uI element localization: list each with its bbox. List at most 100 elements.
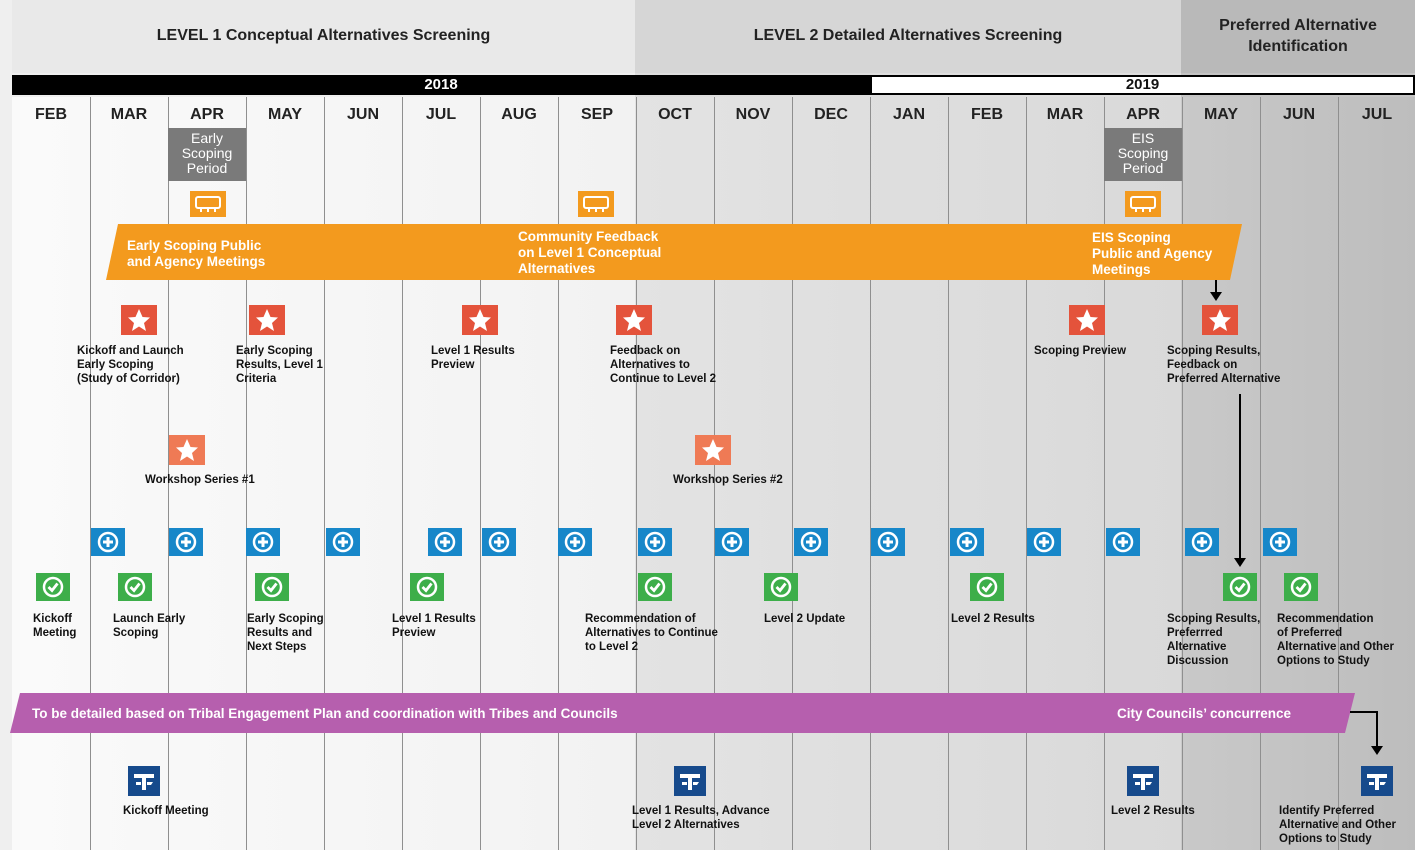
star-icon — [616, 305, 652, 335]
month-apr-2019: APR — [1126, 106, 1160, 123]
gridline — [246, 97, 247, 850]
orange-banner-label-right: EIS Scoping Public and Agency Meetings — [1092, 230, 1213, 277]
month-mar-2019: MAR — [1046, 106, 1084, 123]
gridline — [792, 97, 793, 850]
check-icon — [118, 573, 152, 601]
orange-banner-label-mid: Community Feedback on Level 1 Conceptual… — [518, 229, 662, 276]
month-feb-2019: FEB — [971, 106, 1003, 123]
star-icon — [249, 305, 285, 335]
phase-header-strip-1 — [12, 0, 635, 73]
check-label-kickoff-meeting: Kickoff Meeting — [33, 613, 77, 639]
check-label-launch-early-scoping: Launch Early Scoping — [113, 613, 186, 639]
gridline — [1026, 97, 1027, 850]
month-mar-2018: MAR — [110, 106, 148, 123]
plus-icon — [715, 528, 749, 556]
plus-icon — [1185, 528, 1219, 556]
star-label-feedback: Feedback on Alternatives to Continue to … — [610, 345, 717, 385]
month-may-2019: MAY — [1203, 106, 1239, 123]
phase-header-strip-3 — [1181, 0, 1415, 73]
star-label-early-scoping: Early Scoping Results, Level 1 Criteria — [236, 345, 323, 385]
star-icon — [1069, 305, 1105, 335]
plus-icon — [1263, 528, 1297, 556]
month-jan-2019: JAN — [892, 106, 925, 123]
gridline — [558, 97, 559, 850]
check-label-recommendation-level2: Recommendation of Alternatives to Contin… — [585, 613, 718, 653]
check-icon — [1223, 573, 1257, 601]
check-icon — [638, 573, 672, 601]
transit-label-kickoff-meeting: Kickoff Meeting — [123, 805, 209, 817]
check-label-recommendation-preferred: Recommendation of Preferred Alternative … — [1277, 613, 1394, 667]
purple-banner-label-right: City Councils’ concurrence — [1117, 706, 1292, 721]
plus-icon — [794, 528, 828, 556]
gridline — [1104, 97, 1105, 850]
check-label-scoping-results: Scoping Results, Preferrred Alternative … — [1167, 613, 1261, 667]
plus-icon — [871, 528, 905, 556]
star-icon — [1202, 305, 1238, 335]
gridline — [636, 97, 637, 850]
check-icon — [36, 573, 70, 601]
transit-label-level1-results: Level 1 Results, Advance Level 2 Alterna… — [632, 805, 770, 831]
plus-icon — [950, 528, 984, 556]
phase-title-preferred: Preferred Alternative Identification — [1219, 16, 1377, 55]
month-may-2018: MAY — [267, 106, 303, 123]
transit-label-level2-results: Level 2 Results — [1111, 805, 1195, 817]
early-scoping-period: Early Scoping Period — [168, 128, 246, 181]
star-label-scoping-results: Scoping Results, Feedback on Preferred A… — [1167, 345, 1281, 385]
check-icon — [764, 573, 798, 601]
star-icon — [121, 305, 157, 335]
month-oct-2018: OCT — [658, 106, 692, 123]
phase-title-level1: LEVEL 1 Conceptual Alternatives Screenin… — [156, 27, 491, 45]
meeting-icon — [1125, 191, 1161, 217]
check-label-level2-results: Level 2 Results — [951, 613, 1035, 625]
check-label-level1-preview: Level 1 Results Preview — [392, 613, 476, 639]
check-label-level2-update: Level 2 Update — [764, 613, 846, 625]
check-icon — [970, 573, 1004, 601]
plus-icon — [169, 528, 203, 556]
gridline — [714, 97, 715, 850]
month-dec-2018: DEC — [814, 106, 848, 123]
month-jun-2019: JUN — [1282, 106, 1315, 123]
gridline — [1182, 97, 1183, 850]
gridline — [168, 97, 169, 850]
star-label-kickoff: Kickoff and Launch Early Scoping (Study … — [77, 345, 184, 385]
phase-title-level2: LEVEL 2 Detailed Alternatives Screening — [753, 27, 1063, 45]
plus-icon — [1027, 528, 1061, 556]
eis-scoping-period: EIS Scoping Period — [1104, 128, 1182, 181]
plus-icon — [91, 528, 125, 556]
transit-label-identify-preferred: Identify Preferred Alternative and Other… — [1279, 805, 1396, 845]
purple-banner-label-left: To be detailed based on Tribal Engagemen… — [32, 706, 618, 721]
plus-icon — [1106, 528, 1140, 556]
gridline — [1260, 97, 1261, 850]
gridline — [870, 97, 871, 850]
month-apr-2018: APR — [190, 106, 224, 123]
year-bar-2019: 2019 — [870, 75, 1415, 95]
purple-tribal-banner — [10, 693, 1355, 733]
meeting-icon — [578, 191, 614, 217]
gridline — [480, 97, 481, 850]
plus-icon — [638, 528, 672, 556]
plus-icon — [326, 528, 360, 556]
month-feb-2018: FEB — [35, 106, 67, 123]
star-icon — [695, 435, 731, 465]
month-jul-2019: JUL — [1361, 106, 1393, 123]
orange-banner-label-left: Early Scoping Public and Agency Meetings — [127, 238, 266, 269]
meeting-icon — [190, 191, 226, 217]
transit-logo-icon — [1361, 766, 1393, 796]
transit-logo-icon — [128, 766, 160, 796]
year-bar-2018: 2018 — [12, 75, 870, 95]
star-label-scoping-preview: Scoping Preview — [1034, 345, 1127, 357]
month-jul-2018: JUL — [425, 106, 457, 123]
gridline — [90, 97, 91, 850]
workshop-series-1-label: Workshop Series #1 — [145, 474, 255, 486]
check-label-early-scoping-results: Early Scoping Results and Next Steps — [247, 613, 324, 653]
orange-engagement-banner — [106, 224, 1242, 280]
check-icon — [410, 573, 444, 601]
plus-icon — [246, 528, 280, 556]
phase-header-strip-2 — [635, 0, 1181, 73]
check-icon — [255, 573, 289, 601]
month-jun-2018: JUN — [346, 106, 379, 123]
month-aug-2018: AUG — [501, 106, 537, 123]
gridline — [1338, 97, 1339, 850]
workshop-series-2-label: Workshop Series #2 — [673, 474, 783, 486]
star-icon — [169, 435, 205, 465]
